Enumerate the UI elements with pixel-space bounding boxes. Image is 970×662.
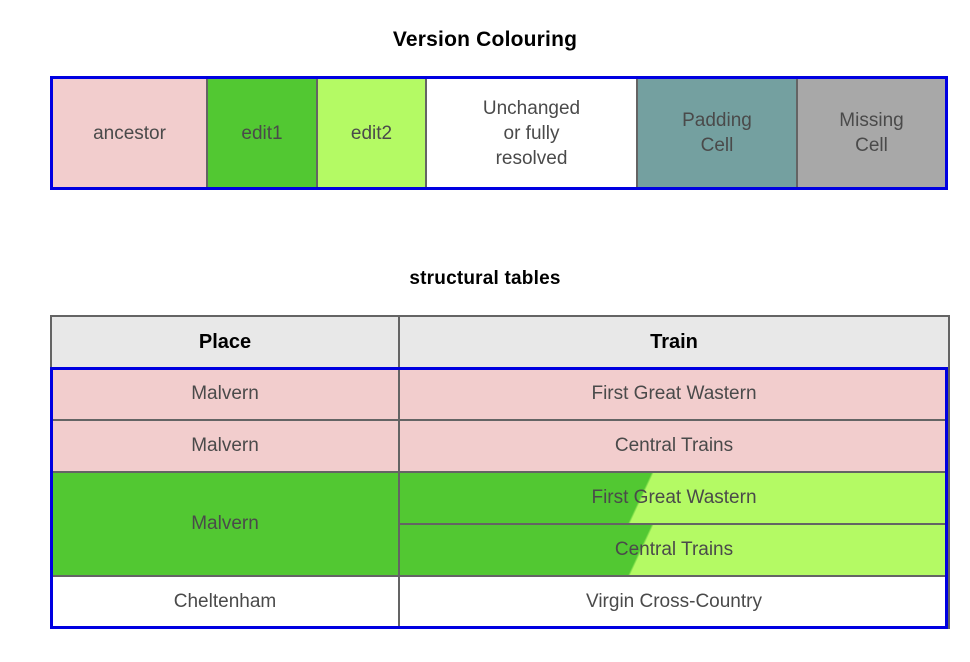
diagonal-split-background <box>401 526 947 574</box>
cell-train: Central Trains <box>398 523 950 577</box>
structural-table: Place Train Malvern First Great Wastern … <box>50 315 950 629</box>
cell-place-merged: Malvern <box>50 471 400 577</box>
cell-train-label: First Great Wastern <box>591 487 757 508</box>
table-row: Central Trains <box>51 523 950 577</box>
cell-train-label: Central Trains <box>614 539 734 560</box>
legend-cell-edit2: edit2 <box>318 79 427 187</box>
cell-place: Malvern <box>50 367 400 421</box>
table-header-row: Place Train <box>50 315 950 369</box>
legend-cell-edit1: edit1 <box>208 79 318 187</box>
table-row: Malvern Central Trains <box>50 419 950 473</box>
diagonal-split-background <box>401 474 947 522</box>
cell-place: Malvern <box>50 419 400 473</box>
cell-train: First Great Wastern <box>398 367 950 421</box>
cell-train: First Great Wastern <box>398 471 950 525</box>
legend-cell-padding: Padding Cell <box>638 79 798 187</box>
table-row: Malvern First Great Wastern <box>50 367 950 421</box>
column-header-place: Place <box>50 315 400 369</box>
legend-cell-unchanged: Unchanged or fully resolved <box>427 79 638 187</box>
cell-train: Central Trains <box>398 419 950 473</box>
structural-tables-title: structural tables <box>409 268 561 289</box>
cell-place: Cheltenham <box>50 575 400 629</box>
cell-train: Virgin Cross-Country <box>398 575 950 629</box>
column-header-train: Train <box>398 315 950 369</box>
version-colouring-legend: ancestor edit1 edit2 Unchanged or fully … <box>50 76 948 190</box>
table-row: Malvern First Great Wastern <box>50 471 950 577</box>
legend-cell-ancestor: ancestor <box>53 79 208 187</box>
table-row: Cheltenham Virgin Cross-Country <box>50 575 950 629</box>
legend-title: Version Colouring <box>392 28 578 51</box>
legend-cell-missing: Missing Cell <box>798 79 945 187</box>
